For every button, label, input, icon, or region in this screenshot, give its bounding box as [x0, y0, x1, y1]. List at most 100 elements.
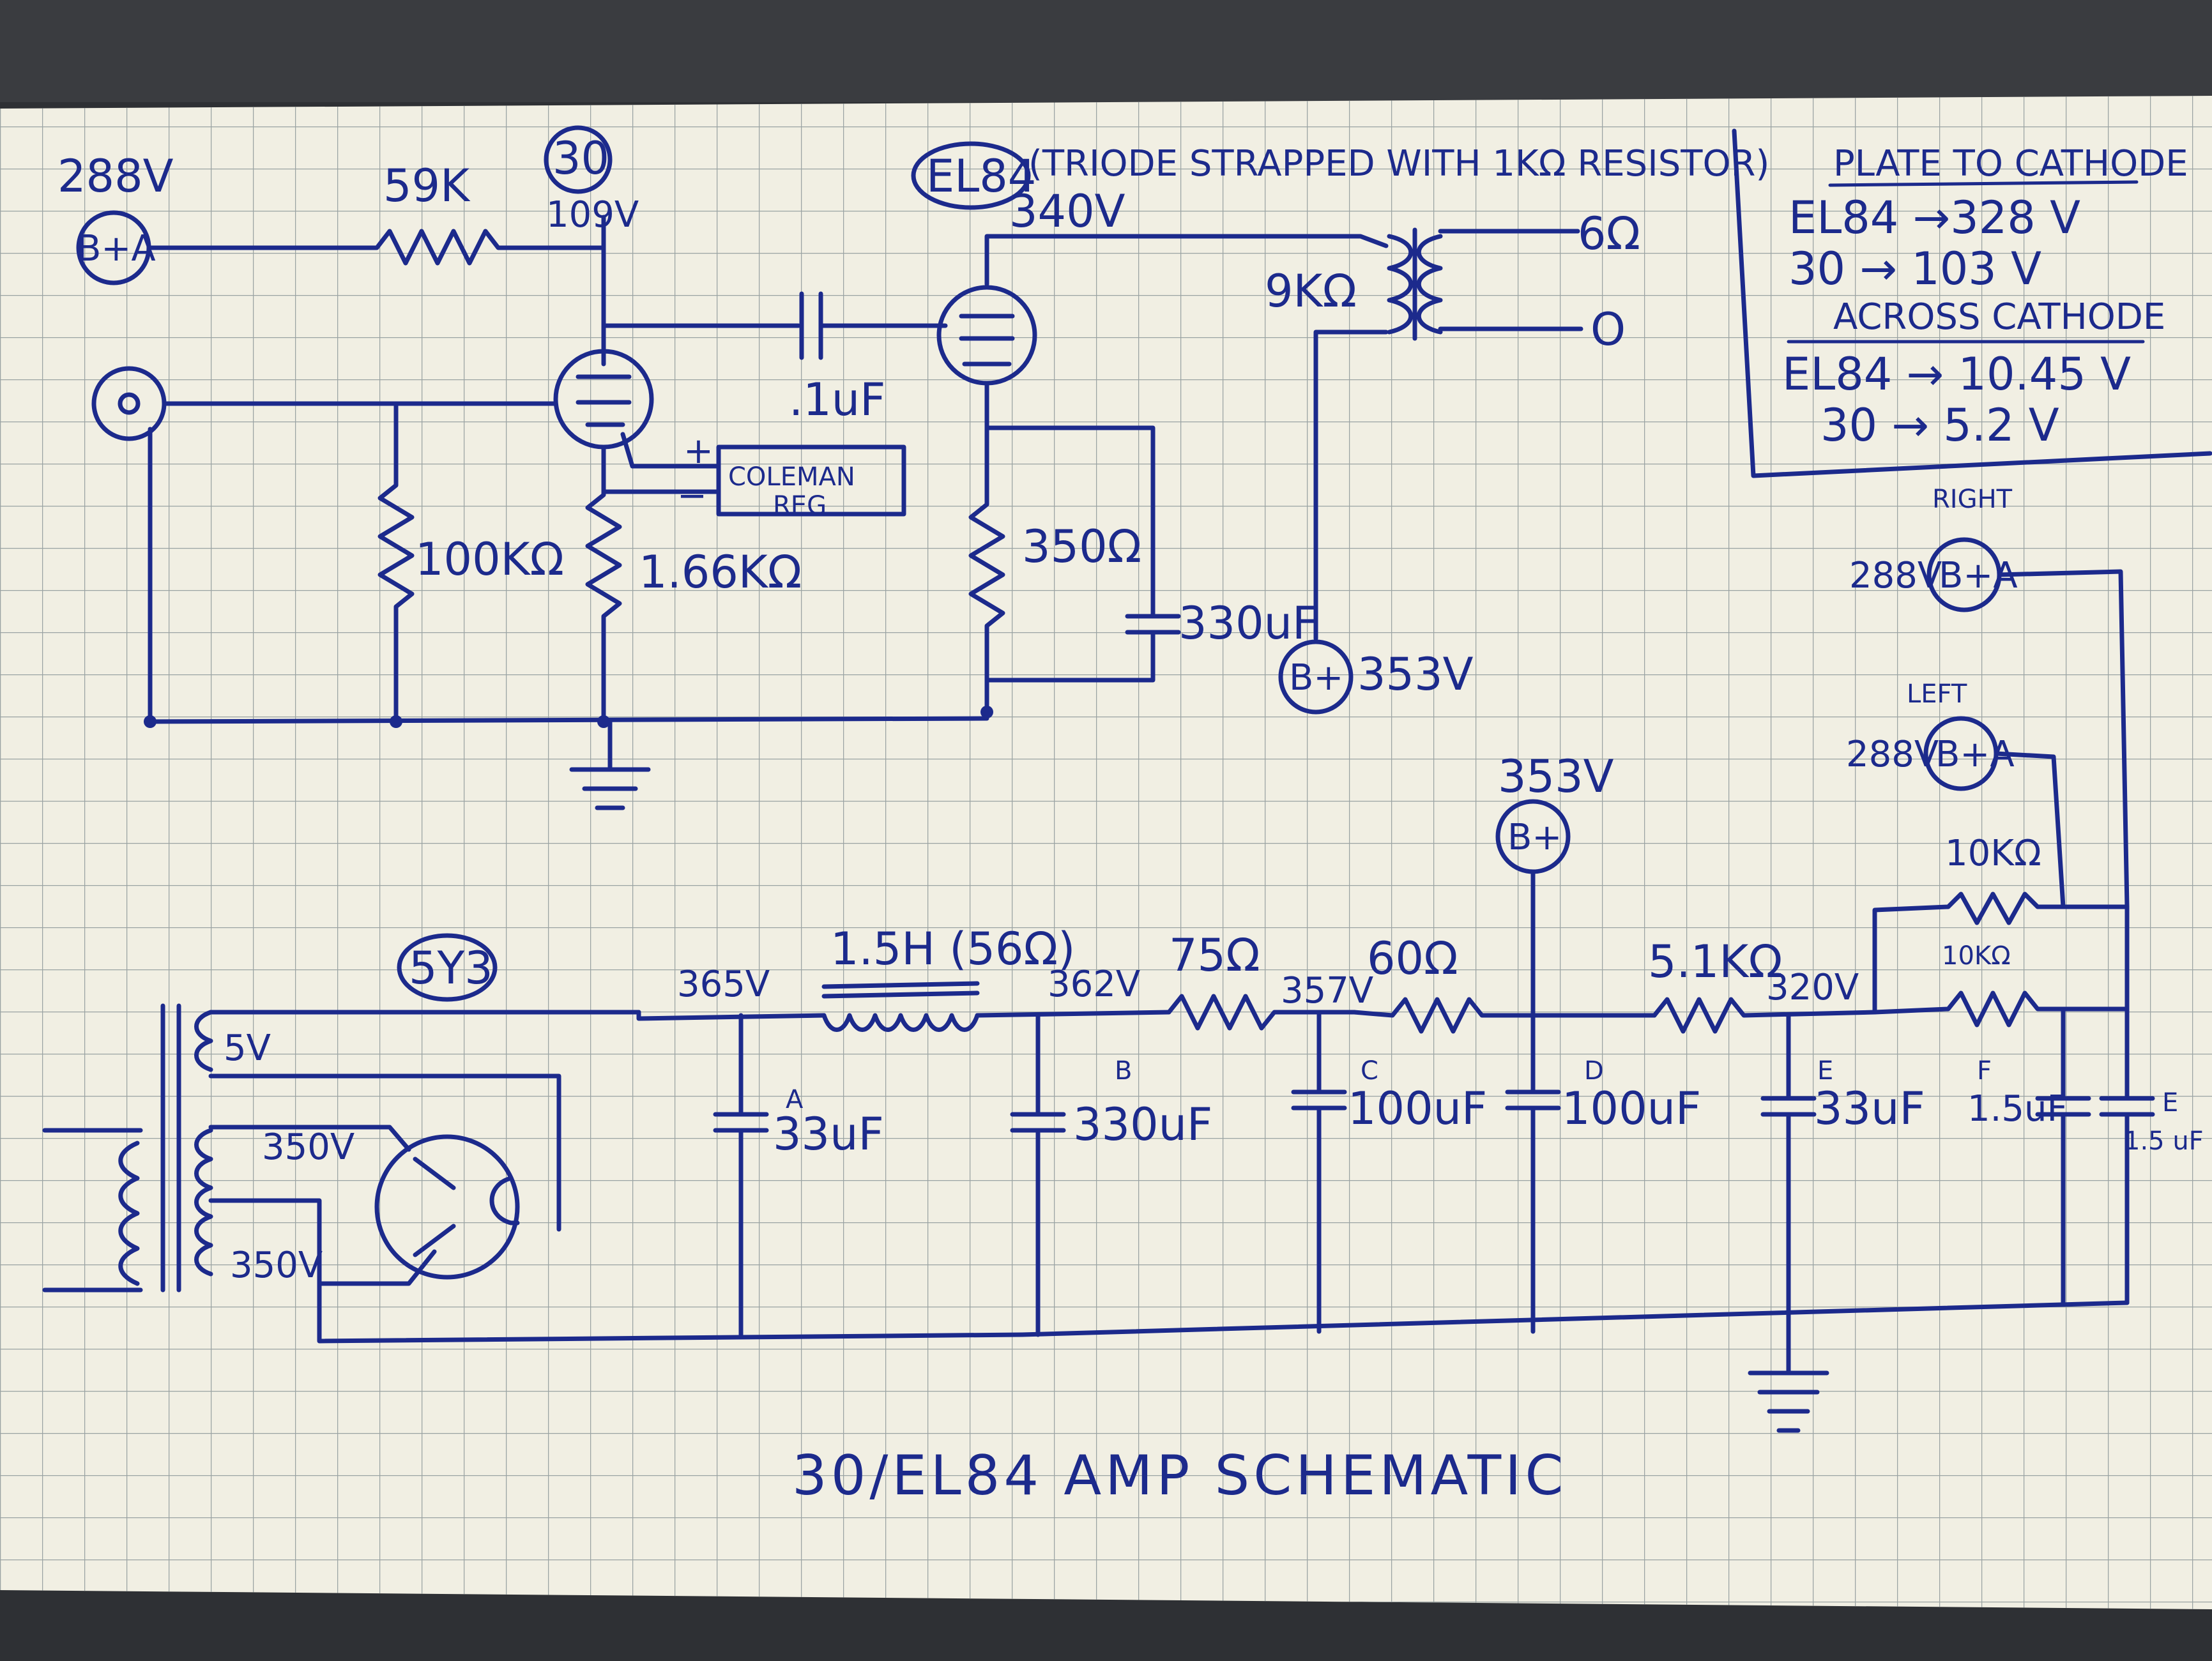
right-bplus-wire — [1997, 569, 2130, 909]
ground-junction-3 — [144, 715, 156, 728]
supply-ground-left — [317, 1281, 1025, 1344]
ground-symbol-bottom — [1748, 1326, 1829, 1433]
ot-primary-label: 9KΩ — [1265, 265, 1357, 317]
cap-e-value: 33uF — [1814, 1082, 1925, 1135]
cap-e2 — [2099, 1096, 2155, 1305]
input-bplus-label: B+A — [77, 228, 156, 269]
el84-bplus-voltage: 353V — [1357, 648, 1474, 701]
cap-c — [1291, 1010, 1347, 1334]
ten-k-junction — [2061, 904, 2130, 1101]
choke-core — [821, 981, 980, 999]
desk-top-edge — [0, 0, 2212, 102]
regulator-label-1: COLEMAN — [728, 462, 855, 492]
mains-wires — [42, 1128, 143, 1293]
choke-coil — [821, 1013, 980, 1032]
table-heading-1: PLATE TO CATHODE — [1833, 143, 2188, 185]
el84-label: EL84 — [926, 150, 1036, 202]
voltage-table: PLATE TO CATHODE EL84 →328 V 30 → 103 V … — [1732, 128, 2212, 478]
ot-bplus-wire — [1313, 330, 1389, 641]
el84-bplus-node — [1278, 639, 1354, 715]
el84-electrodes — [959, 314, 1015, 367]
cap-d — [1505, 1013, 1561, 1334]
cap-d-tag: D — [1584, 1056, 1604, 1086]
regulator-plus: + — [683, 430, 713, 472]
table-border — [1732, 128, 2212, 478]
ot-secondary-coil — [1416, 234, 1443, 335]
cap-f-value: 1.5uF — [1967, 1088, 2068, 1130]
rectifier-plates — [413, 1157, 456, 1257]
r5k1-label: 5.1KΩ — [1648, 936, 1783, 988]
plate-resistor-label: 59K — [383, 160, 471, 212]
resistor-5k1 — [1652, 997, 1877, 1034]
secondary-bottom-label: 350V — [230, 1245, 323, 1286]
left-label: LEFT — [1907, 679, 1967, 709]
el84-bplus-label: B+ — [1289, 657, 1343, 699]
ot-6ohm-label: 6Ω — [1578, 208, 1640, 260]
resistor-60ohm — [1352, 997, 1657, 1034]
cap-f — [2035, 1006, 2091, 1305]
el84-label-circle — [911, 141, 1031, 210]
ground-junction-2 — [597, 715, 610, 728]
el84-note: (TRIODE STRAPPED WITH 1KΩ RESISTOR) — [1028, 143, 1769, 185]
el84-cathode-cap-label: 330uF — [1178, 597, 1318, 649]
regulator-minus: − — [677, 475, 707, 517]
el84-ground-junction — [980, 706, 993, 718]
paper-grid — [0, 96, 2212, 1609]
el84-cathode-resistor — [968, 425, 1005, 715]
cap-a-value: 33uF — [773, 1108, 884, 1160]
r75-label: 75Ω — [1169, 929, 1260, 982]
r60-label: 60Ω — [1367, 932, 1458, 985]
left-voltage: 288V — [1846, 734, 1939, 775]
grid-resistor-label: 100KΩ — [415, 533, 564, 586]
el84-cathode-wire — [984, 381, 1156, 619]
pt-core — [160, 1003, 181, 1293]
cap-a — [713, 1013, 769, 1337]
v365-label: 365V — [677, 964, 770, 1005]
supply-ground-bus — [1019, 1300, 2130, 1337]
coupling-cap-label: .1uF — [789, 374, 885, 426]
rectifier-filament — [489, 1176, 520, 1225]
resistor-10k-bottom — [1872, 990, 2130, 1028]
input-stage: B+A 288V 59K 30 109V .1uF 100KΩ 1.66KΩ C — [57, 125, 989, 810]
left-bplus-wire — [1994, 751, 2066, 909]
ot-primary-coil — [1387, 234, 1414, 335]
table-heading-2: ACROSS CATHODE — [1833, 296, 2165, 338]
cap-e2-tag: E — [2162, 1088, 2178, 1118]
tube-30-plate-voltage: 109V — [546, 194, 639, 236]
choke-label: 1.5H (56Ω) — [830, 923, 1075, 975]
heater-wires — [208, 1010, 641, 1232]
regulator-label-2: REG — [773, 491, 827, 520]
rectifier-label-circle — [397, 933, 498, 1002]
cap-f-tag: F — [1977, 1056, 1992, 1086]
r10k-top-label: 10KΩ — [1945, 833, 2041, 874]
schematic-title: 30/EL84 AMP SCHEMATIC — [792, 1444, 1567, 1508]
cap-b-value: 330uF — [1073, 1098, 1212, 1151]
power-supply: 5Y3 5V 350V 350V 365V 1.5H (56Ω) 362V 75… — [42, 485, 2204, 1433]
right-voltage: 288V — [1849, 555, 1942, 596]
table-row-3: EL84 → 10.45 V — [1782, 348, 2131, 400]
el84-cap-return — [984, 630, 1156, 683]
cap-b-tag: B — [1115, 1056, 1132, 1086]
rectifier-tube-symbol — [374, 1134, 520, 1280]
cap-e-tag: E — [1817, 1056, 1833, 1086]
rectifier-label: 5Y3 — [409, 942, 493, 994]
rail-362 — [975, 1010, 1171, 1018]
cap-d-value: 100uF — [1562, 1082, 1701, 1135]
cap-a-tag: A — [786, 1085, 804, 1114]
tube-30-label-circle — [544, 125, 613, 194]
el84-cathode-resistor-label: 350Ω — [1022, 520, 1141, 573]
pt-heater-coil — [194, 1010, 213, 1072]
cathode-resistor-label: 1.66KΩ — [639, 546, 802, 598]
ot-0-label: O — [1590, 303, 1626, 356]
input-jack-center — [118, 392, 141, 415]
supply-bplus-label: B+ — [1507, 817, 1562, 858]
table-row-2: 30 → 103 V — [1789, 243, 2041, 295]
ground-junction-1 — [390, 715, 402, 728]
regulator-wires — [601, 432, 721, 494]
right-label: RIGHT — [1932, 485, 2013, 514]
grid-resistor-100k — [378, 401, 415, 724]
table-row-1: EL84 →328 V — [1789, 192, 2080, 244]
secondary-top-label: 350V — [262, 1126, 355, 1168]
tube-30-label: 30 — [553, 132, 609, 185]
